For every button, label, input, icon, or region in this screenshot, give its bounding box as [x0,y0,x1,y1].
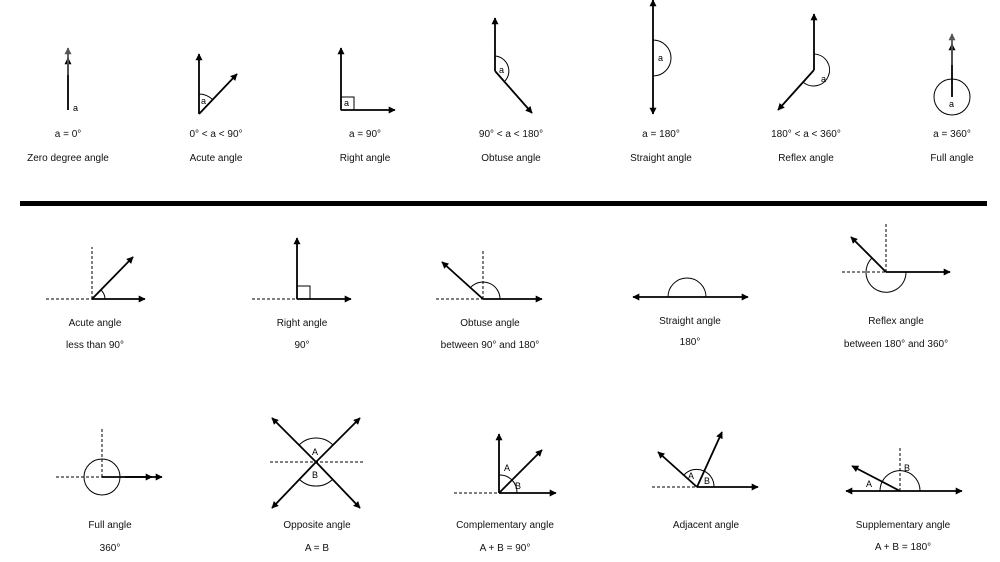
reflex-angle-letter: a [821,74,826,84]
complementary-detail: A + B = 90° [479,543,531,554]
obtuse-angle-formula: 90° < a < 180° [478,129,544,140]
straight-mid-detail: 180° [679,337,701,348]
acute-angle-letter: a [201,96,206,106]
straight-angle-mid-figure [632,277,749,301]
zero-angle-letter: a [73,103,78,113]
opposite-name: Opposite angle [283,520,351,531]
right-angle-letter: a [344,98,349,108]
acute-angle-figure [195,53,238,115]
right-mid-detail: 90° [294,340,310,351]
obtuse-mid-name: Obtuse angle [460,318,520,329]
complementary-angle-figure [454,433,557,497]
reflex-mid-detail: between 180° and 360° [843,339,949,350]
opposite-angle-figure [270,417,364,509]
right-angle-figure [337,47,396,114]
straight-angle-name: Straight angle [630,153,692,164]
straight-angle-letter: a [658,53,663,63]
reflex-angle-mid-figure [842,222,951,293]
full-angle-formula: a = 360° [933,129,971,140]
complementary-name: Complementary angle [456,520,554,531]
straight-angle-figure [649,0,672,115]
adjacent-angle-figure [652,431,759,491]
section-divider [20,201,987,206]
obtuse-mid-detail: between 90° and 180° [440,340,540,351]
obtuse-angle-mid-figure [436,250,543,303]
obtuse-angle-name: Obtuse angle [481,153,541,164]
full-angle-bottom-figure [56,427,163,496]
supplementary-angle-figure [845,446,963,495]
supplementary-detail: A + B = 180° [874,542,932,553]
reflex-angle-formula: 180° < a < 360° [771,129,841,140]
right-angle-mid-figure [252,237,352,303]
zero-angle-formula: a = 0° [54,129,82,140]
reflex-mid-name: Reflex angle [868,316,924,327]
supplementary-name: Supplementary angle [855,520,951,531]
reflex-angle-figure [777,13,831,111]
straight-angle-formula: a = 180° [642,129,680,140]
acute-angle-name: Acute angle [189,153,243,164]
full-bottom-name: Full angle [88,520,132,531]
straight-mid-name: Straight angle [659,316,721,327]
right-mid-name: Right angle [276,318,328,329]
adjacent-name: Adjacent angle [672,520,740,531]
adjacent-letter-b: B [704,476,710,486]
adjacent-letter-a: A [688,471,694,481]
obtuse-angle-figure [491,17,533,114]
reflex-angle-name: Reflex angle [778,153,834,164]
right-angle-name: Right angle [339,153,391,164]
opposite-letter-b: B [312,470,318,480]
opposite-letter-a: A [312,447,318,457]
complementary-letter-a: A [504,463,510,473]
acute-angle-mid-figure [46,247,146,303]
opposite-detail: A = B [304,543,330,554]
obtuse-angle-letter: a [499,65,504,75]
complementary-letter-b: B [515,481,521,491]
full-angle-letter: a [949,99,954,109]
acute-mid-detail: less than 90° [66,340,124,351]
acute-angle-formula: 0° < a < 90° [189,129,243,140]
full-angle-name: Full angle [930,153,974,164]
right-angle-formula: a = 90° [348,129,382,140]
supplementary-letter-a: A [866,479,872,489]
full-bottom-detail: 360° [99,543,121,554]
acute-mid-name: Acute angle [68,318,122,329]
zero-angle-name: Zero degree angle [27,153,109,164]
full-angle-figure [933,33,971,116]
supplementary-letter-b: B [904,463,910,473]
